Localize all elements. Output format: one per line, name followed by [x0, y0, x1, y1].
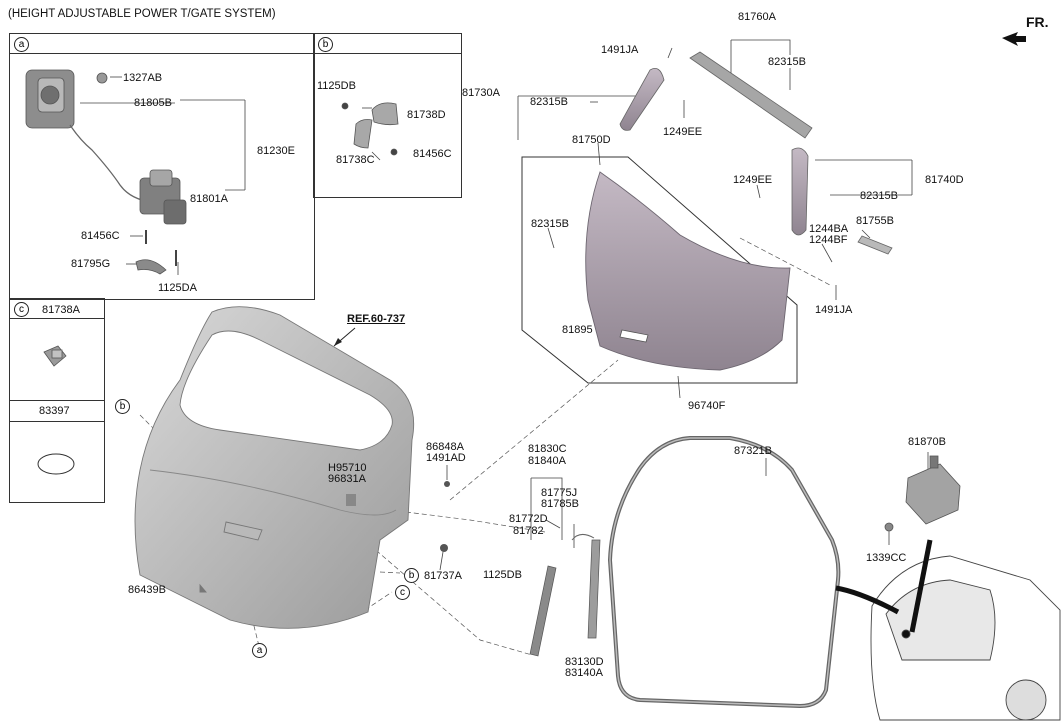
panel-b-header	[313, 33, 461, 54]
label-86848A: 86848A	[426, 441, 464, 453]
label-1491JA-top: 1491JA	[601, 44, 639, 56]
gas-strut	[529, 565, 557, 657]
label-96831A: 96831A	[328, 473, 366, 485]
control-module	[884, 455, 961, 532]
front-arrow-icon	[1002, 32, 1026, 46]
label-81456C-b: 81456C	[413, 148, 452, 160]
label-81840A: 81840A	[528, 455, 566, 467]
label-81801A: 81801A	[190, 193, 228, 205]
label-1491AD: 1491AD	[426, 452, 466, 464]
label-81755B: 81755B	[856, 215, 894, 227]
panel-a-header	[9, 33, 314, 54]
label-83140A: 83140A	[565, 667, 603, 679]
label-H95710: H95710	[328, 462, 367, 474]
callout-c: c	[395, 585, 410, 600]
panel-c-header	[9, 298, 104, 319]
label-81738D: 81738D	[407, 109, 446, 121]
label-83130D: 83130D	[565, 656, 604, 668]
label-81870B: 81870B	[908, 436, 946, 448]
panel-b-tag: b	[318, 37, 333, 52]
panel-c-part: 81738A	[42, 304, 80, 316]
label-96740F: 96740F	[688, 400, 726, 412]
label-81456C-a: 81456C	[81, 230, 120, 242]
panel-d-divider	[9, 400, 104, 401]
label-81805B: 81805B	[134, 97, 172, 109]
label-82315B-mid: 82315B	[530, 96, 568, 108]
label-1125DB: 1125DB	[483, 569, 522, 581]
label-1244BF: 1244BF	[809, 234, 848, 246]
label-81750D: 81750D	[572, 134, 611, 146]
panel-d-part: 83397	[39, 405, 70, 417]
label-82315B-left: 82315B	[531, 218, 569, 230]
label-81230E: 81230E	[257, 145, 295, 157]
label-81795G: 81795G	[71, 258, 111, 270]
tailgate-panel	[134, 306, 415, 629]
bracket-parts	[341, 102, 399, 156]
label-81730A: 81730A	[462, 87, 500, 99]
callout-a: a	[252, 643, 267, 658]
ref-note: REF.60-737	[347, 313, 406, 325]
label-81760A: 81760A	[738, 11, 776, 23]
side-trim-left	[619, 67, 665, 131]
label-1339CC: 1339CC	[866, 552, 907, 564]
spoiler-part	[689, 51, 813, 139]
side-trim-right	[791, 147, 809, 236]
label-1249EE-mid: 1249EE	[733, 174, 773, 186]
panel-c-tag: c	[14, 302, 29, 317]
panel-b-box	[313, 33, 462, 198]
label-81785B: 81785B	[541, 498, 579, 510]
label-82315B-top: 82315B	[768, 56, 806, 68]
vehicle-view	[870, 555, 1061, 721]
label-1125DA: 1125DA	[158, 282, 197, 294]
label-81775J: 81775J	[541, 487, 578, 499]
diagram-title: (HEIGHT ADJUSTABLE POWER T/GATE SYSTEM)	[8, 8, 276, 20]
label-81782: 81782	[513, 525, 544, 537]
label-81738C: 81738C	[336, 154, 375, 166]
panel-a-tag: a	[14, 37, 29, 52]
plug-part	[37, 453, 75, 475]
front-mark: FR.	[1026, 14, 1049, 30]
label-86439B: 86439B	[128, 584, 166, 596]
panel-a-box	[9, 33, 315, 300]
label-81895: 81895	[562, 324, 593, 336]
label-81830C: 81830C	[528, 443, 567, 455]
label-81740D: 81740D	[925, 174, 964, 186]
inner-trim-panel	[585, 171, 791, 371]
trim-frame	[521, 156, 798, 384]
label-1491JA-right: 1491JA	[815, 304, 853, 316]
panel-d-header	[9, 401, 104, 422]
label-1244BA: 1244BA	[809, 223, 849, 235]
label-1249EE-top: 1249EE	[663, 126, 703, 138]
label-1327AB: 1327AB	[123, 72, 163, 84]
label-87321B: 87321B	[734, 445, 772, 457]
callout-b-lower: b	[404, 568, 419, 583]
weatherstrip-part	[607, 436, 841, 709]
label-81737A: 81737A	[424, 570, 462, 582]
callout-b-upper: b	[115, 399, 130, 414]
label-82315B-right: 82315B	[860, 190, 898, 202]
actuator-unit	[25, 69, 187, 275]
bolt-marks	[346, 481, 450, 552]
clip-part	[43, 345, 67, 367]
sensor-strip	[587, 539, 601, 639]
label-1125DB-b: 1125DB	[317, 80, 356, 92]
label-81772D: 81772D	[509, 513, 548, 525]
